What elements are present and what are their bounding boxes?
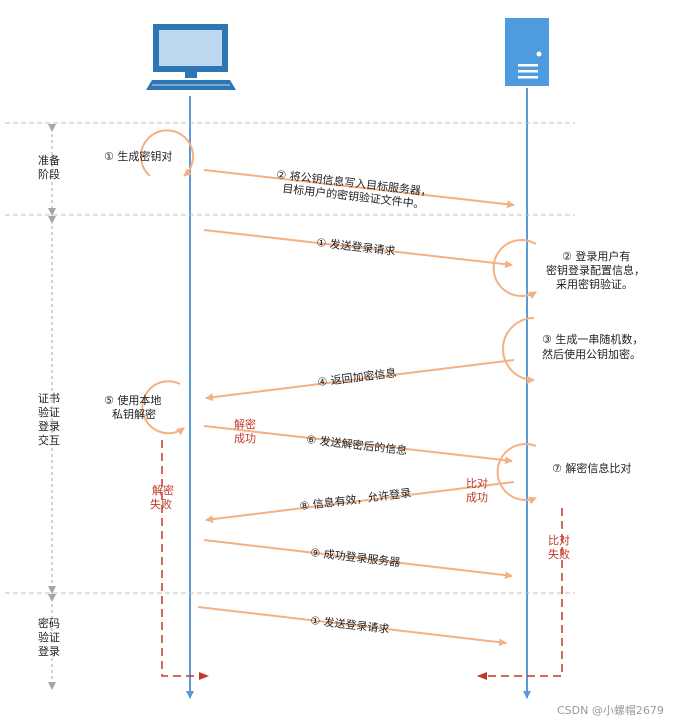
step-compare: ⑦ 解密信息比对 <box>552 461 631 475</box>
phase-label-cert-1: 证书 <box>38 392 60 405</box>
status-decrypt-fail-1: 解密 <box>152 483 174 497</box>
self-loop-compare <box>496 443 537 505</box>
phase-label-pw-3: 登录 <box>38 644 60 658</box>
phase-label-cert-4: 交互 <box>38 433 60 447</box>
arrow-login-success <box>203 539 513 580</box>
step-gen-random-1: ③ 生成一串随机数， <box>542 332 643 346</box>
arrow-write-pubkey <box>203 169 515 209</box>
self-loop-gen-keypair <box>140 129 194 177</box>
step-send-decrypted: ⑥ 发送解密后的信息 <box>306 432 408 457</box>
fail-path-compare <box>477 508 563 680</box>
step-decrypt-local-2: 私钥解密 <box>112 407 156 421</box>
status-compare-success-1: 比对 <box>466 476 488 490</box>
phase-label-prepare-2: 阶段 <box>38 167 60 181</box>
self-loop-server-config <box>492 239 537 300</box>
phase-label-cert-2: 验证 <box>38 405 60 419</box>
computer-icon <box>146 24 236 90</box>
arrow-send-login <box>203 229 513 269</box>
arrow-send-decrypted <box>203 425 513 465</box>
status-compare-fail-1: 比对 <box>548 533 570 547</box>
phase-label-pw-2: 验证 <box>38 630 60 644</box>
status-decrypt-fail-2: 失败 <box>150 497 172 511</box>
fail-path-decrypt <box>161 440 209 680</box>
step-gen-keypair: ① 生成密钥对 <box>104 149 172 163</box>
step-login-success: ⑨ 成功登录服务器 <box>310 545 401 569</box>
step-server-config-2: 密钥登录配置信息， <box>546 263 645 277</box>
step-send-login: ① 发送登录请求 <box>316 235 396 258</box>
step-return-encrypted: ④ 返回加密信息 <box>317 365 397 389</box>
self-loop-decrypt-local <box>141 380 185 436</box>
phase-label-prepare-1: 准备 <box>38 153 60 167</box>
step-gen-random-2: 然后使用公钥加密。 <box>542 347 641 361</box>
status-decrypt-success-1: 解密 <box>234 417 256 431</box>
phase-label-cert-3: 登录 <box>38 419 60 433</box>
server-icon <box>505 18 549 86</box>
step-decrypt-local-1: ⑤ 使用本地 <box>104 393 161 407</box>
step-server-config-3: 采用密钥验证。 <box>556 277 633 291</box>
self-loop-gen-random <box>502 317 535 384</box>
arrow-pw-send-login <box>197 606 507 647</box>
status-compare-success-2: 成功 <box>466 491 488 504</box>
step-allow-login: ⑧ 信息有效，允许登录 <box>299 485 412 513</box>
step-pw-send-login: ① 发送登录请求 <box>310 613 390 636</box>
phase-label-pw-1: 密码 <box>38 616 60 630</box>
watermark: CSDN @小螺帽2679 <box>557 704 664 717</box>
arrow-return-encrypted <box>205 359 515 402</box>
step-server-config-1: ② 登录用户有 <box>562 249 630 263</box>
arrow-allow-login <box>205 481 515 524</box>
status-compare-fail-2: 失败 <box>548 547 570 561</box>
status-decrypt-success-2: 成功 <box>234 432 256 445</box>
